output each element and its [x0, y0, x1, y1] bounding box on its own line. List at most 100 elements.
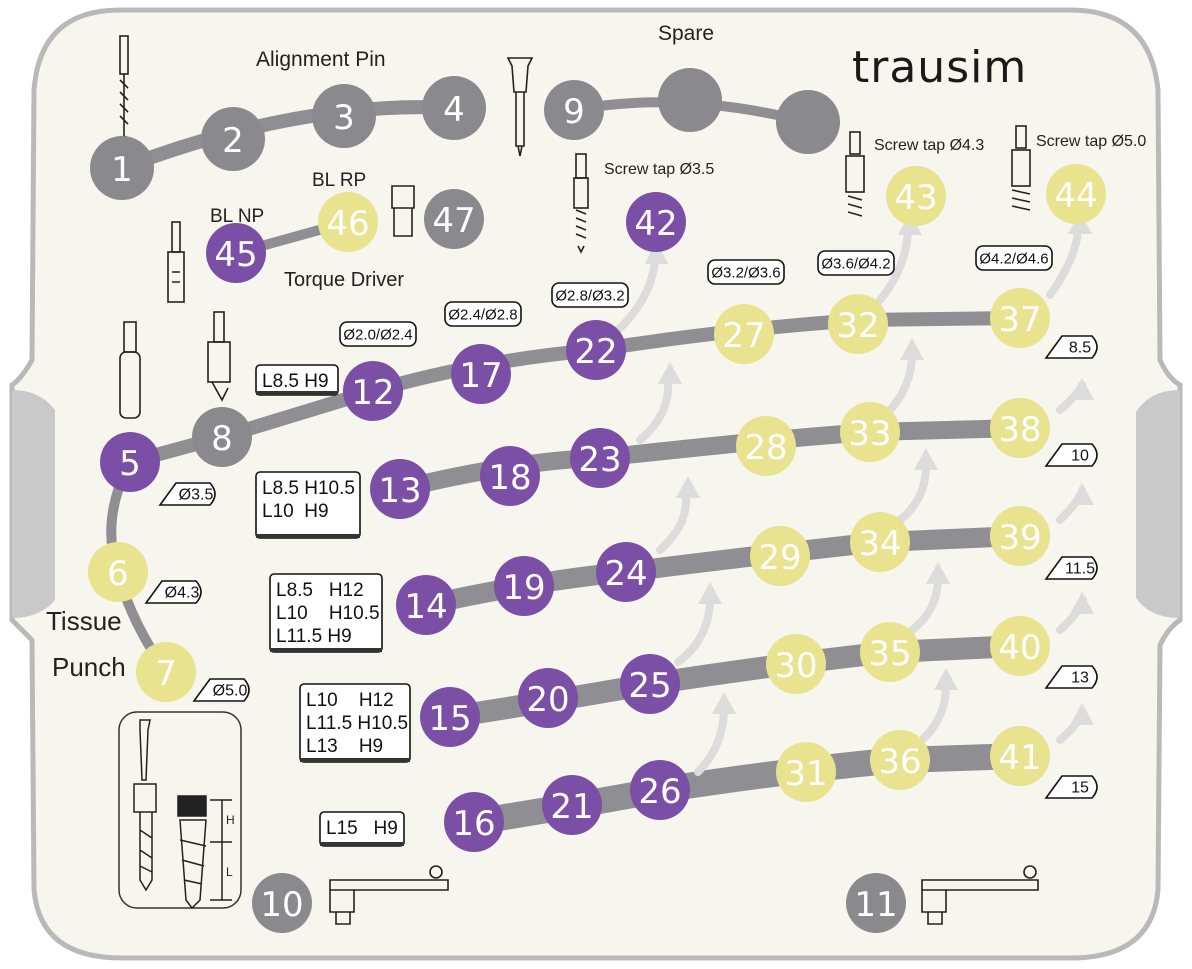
slot-number: 41	[998, 738, 1041, 778]
slot-number: 11	[854, 885, 897, 925]
slot-31: 31	[776, 742, 836, 802]
slot-number: 21	[550, 787, 593, 827]
slot-6: 6	[88, 542, 148, 602]
tag-d24-28: Ø2.4/Ø2.8	[445, 302, 521, 326]
length-box-line: L13 H9	[306, 736, 383, 757]
diagram-l-label: L	[226, 865, 233, 879]
length-box-b2: L8.5 H10.5L10 H9	[256, 472, 360, 538]
slot-26: 26	[630, 760, 690, 820]
slot-number: 13	[378, 471, 421, 511]
slot-number: 2	[222, 121, 244, 161]
slot-43: 43	[886, 166, 946, 226]
slot-24: 24	[596, 542, 656, 602]
slot-circle	[658, 68, 722, 132]
slot-number: 15	[428, 699, 471, 739]
svg-text:Ø3.6/Ø4.2: Ø3.6/Ø4.2	[821, 256, 890, 273]
slot-11: 11	[846, 873, 906, 933]
slot-spare	[658, 68, 722, 132]
punch-label: Punch	[52, 652, 126, 682]
slot-40: 40	[990, 616, 1050, 676]
slot-number: 36	[878, 742, 921, 782]
slot-1: 1	[90, 136, 154, 200]
svg-text:Ø3.2/Ø3.6: Ø3.2/Ø3.6	[711, 265, 780, 282]
slot-circle	[776, 90, 840, 154]
length-box-b5: L15 H9	[320, 812, 404, 846]
svg-text:8.5: 8.5	[1069, 340, 1091, 357]
length-box-line: L15 H9	[326, 818, 398, 839]
slot-39: 39	[990, 506, 1050, 566]
svg-text:Ø2.4/Ø2.8: Ø2.4/Ø2.8	[448, 307, 517, 324]
slot-28: 28	[736, 416, 796, 476]
length-box-line: L8.5 H12	[276, 580, 364, 601]
slot-41: 41	[990, 726, 1050, 786]
slot-number: 26	[638, 772, 681, 812]
slot-5: 5	[100, 432, 160, 492]
slot-number: 40	[998, 628, 1041, 668]
slot-number: 34	[858, 524, 901, 564]
slot-21: 21	[542, 775, 602, 835]
slot-22: 22	[566, 320, 626, 380]
svg-text:Ø3.5: Ø3.5	[179, 487, 214, 504]
screw-tap-50-label: Screw tap Ø5.0	[1036, 133, 1146, 150]
slot-number: 19	[502, 568, 545, 608]
slot-number: 4	[443, 90, 465, 130]
slot-14: 14	[396, 575, 456, 635]
slot-number: 29	[758, 538, 801, 578]
slot-number: 33	[848, 414, 891, 454]
slot-33: 33	[840, 402, 900, 462]
slot-number: 28	[744, 428, 787, 468]
slot-number: 32	[836, 306, 879, 346]
slot-number: 31	[784, 754, 827, 794]
slot-36: 36	[870, 730, 930, 790]
slot-4: 4	[422, 76, 486, 140]
svg-text:Ø2.0/Ø2.4: Ø2.0/Ø2.4	[343, 327, 412, 344]
slot-number: 16	[452, 804, 495, 844]
spare-label: Spare	[658, 22, 714, 45]
slot-number: 35	[868, 634, 911, 674]
tissue-label: Tissue	[46, 606, 122, 636]
svg-text:Ø2.8/Ø3.2: Ø2.8/Ø3.2	[555, 288, 624, 305]
slot-number: 23	[578, 440, 621, 480]
slot-number: 46	[326, 204, 369, 244]
svg-text:10: 10	[1071, 448, 1089, 465]
svg-text:Ø4.2/Ø4.6: Ø4.2/Ø4.6	[979, 251, 1048, 268]
svg-text:13: 13	[1071, 670, 1089, 687]
bl-rp-label: BL RP	[312, 170, 366, 191]
slot-9: 9	[544, 80, 604, 140]
slot-number: 10	[260, 885, 303, 925]
slot-15: 15	[420, 687, 480, 747]
right-handle	[1136, 390, 1180, 618]
slot-25: 25	[620, 654, 680, 714]
slot-19: 19	[494, 556, 554, 616]
slot-46: 46	[318, 192, 378, 252]
slot-13: 13	[370, 459, 430, 519]
length-box-line: L8.5 H10.5	[262, 478, 355, 499]
slot-38: 38	[990, 398, 1050, 458]
slot-number: 42	[634, 204, 677, 244]
slot-number: 6	[107, 554, 129, 594]
slot-number: 22	[574, 332, 617, 372]
slot-12: 12	[343, 361, 403, 421]
screw-tap-43-label: Screw tap Ø4.3	[874, 137, 984, 154]
length-box-line: L10 H10.5	[276, 603, 380, 624]
length-box-line: L10 H12	[306, 690, 394, 711]
slot-number: 43	[894, 178, 937, 218]
length-box-line: L8.5 H9	[262, 371, 329, 392]
tag-d20-24: Ø2.0/Ø2.4	[340, 322, 416, 346]
slot-number: 44	[1054, 176, 1097, 216]
slot-number: 17	[459, 356, 502, 396]
slot-20: 20	[518, 668, 578, 728]
slot-7: 7	[136, 642, 196, 702]
alignment-pin-label: Alignment Pin	[256, 48, 386, 71]
slot-number: 14	[404, 587, 447, 627]
slot-number: 37	[998, 300, 1041, 340]
left-handle	[12, 390, 55, 618]
slot-number: 3	[333, 98, 355, 138]
slot-2: 2	[201, 107, 265, 171]
screw-tap-35-label: Screw tap Ø3.5	[604, 161, 714, 178]
slot-8: 8	[192, 407, 252, 467]
slot-37: 37	[990, 288, 1050, 348]
tag-d28-32: Ø2.8/Ø3.2	[552, 283, 628, 307]
